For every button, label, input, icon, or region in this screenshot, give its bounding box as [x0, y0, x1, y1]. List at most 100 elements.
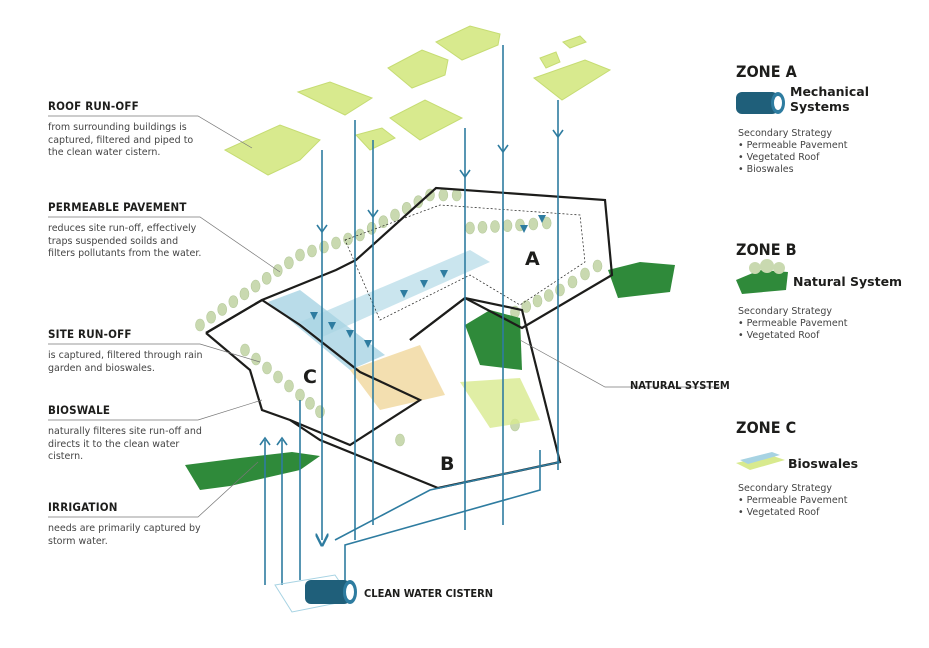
tree-icon [305, 397, 315, 410]
tree-icon [395, 433, 405, 447]
zone-b-strategy-item: • Vegetated Roof [738, 330, 820, 341]
tree-icon [592, 259, 603, 273]
tree-icon [543, 289, 554, 302]
roof-9 [562, 35, 587, 49]
left-forest [185, 452, 320, 490]
roof-7 [532, 59, 612, 101]
zone-b-strategy-item: • Permeable Pavement [738, 318, 848, 329]
dark-forest [465, 310, 522, 370]
flow-arrows [310, 215, 546, 348]
zone-c-name: Bioswales [788, 456, 859, 471]
tree-icon [217, 303, 228, 316]
roof-1 [223, 124, 321, 176]
tree-icon [580, 267, 590, 281]
tree-icon [239, 287, 250, 301]
vegetation-icon [736, 259, 788, 294]
tree-icon [284, 256, 294, 270]
site-runoff-label: SITE RUN-OFF is captured, filtered throu… [48, 327, 208, 375]
green-roofs [223, 25, 612, 176]
tree-icon [240, 343, 250, 357]
tree-icon [284, 379, 294, 393]
tree-icon [390, 208, 400, 222]
zone-b-name: Natural System [793, 274, 903, 289]
zone-b-strategies: Secondary Strategy • Permeable Pavement … [738, 306, 848, 342]
zone-a-name: Mechanical Systems [790, 84, 869, 114]
site-outline [205, 186, 614, 490]
zone-a-strategy-item: • Vegetated Roof [738, 152, 820, 163]
right-forest [608, 262, 675, 298]
permeable-pavement-label: PERMEABLE PAVEMENT reduces site run-off,… [48, 200, 208, 261]
tree-icon [378, 215, 389, 228]
tree-icon [251, 352, 261, 366]
tree-icon [366, 222, 377, 235]
tree-icon [307, 244, 317, 258]
tree-icon [532, 294, 543, 308]
pipe-arrows [259, 129, 564, 446]
tree-icon [250, 279, 261, 293]
tree-icon [262, 361, 272, 375]
tree-icon [343, 232, 353, 246]
cistern-callout: CLEAN WATER CISTERN [364, 587, 494, 600]
cistern-icon [736, 92, 785, 114]
tree-icon [438, 188, 449, 202]
zone-b-strategy-heading: Secondary Strategy [738, 306, 833, 317]
tree-icon [295, 248, 305, 262]
permeable-pavement-title: PERMEABLE PAVEMENT [48, 200, 187, 214]
roof-6 [435, 25, 501, 61]
roof-runoff-title: ROOF RUN-OFF [48, 99, 139, 113]
roof-3 [355, 127, 396, 151]
tree-icon [567, 275, 578, 289]
roof-5 [387, 49, 449, 89]
zone-a-strategy-heading: Secondary Strategy [738, 128, 833, 139]
natural-system-callout: NATURAL SYSTEM [630, 379, 730, 392]
zone-c-strategy-item: • Vegetated Roof [738, 507, 820, 518]
zone-c-strategies: Secondary Strategy • Permeable Pavement … [738, 483, 848, 519]
zone-a-strategies: Secondary Strategy • Permeable Pavement … [738, 128, 848, 176]
roof-runoff-label: ROOF RUN-OFF from surrounding buildings … [48, 99, 208, 160]
roof-4 [389, 99, 464, 141]
bioswale-desc: naturally filteres site run-off and dire… [48, 426, 202, 462]
zone-letter-c: C [303, 366, 317, 388]
tree-icon [528, 217, 539, 231]
bioswale-icon [736, 452, 785, 470]
cistern [274, 574, 357, 613]
zone-b-title: ZONE B [736, 240, 797, 259]
zone-c-strategy-heading: Secondary Strategy [738, 483, 833, 494]
tree-icon [521, 300, 532, 313]
zone-letter-b: B [440, 453, 454, 475]
permeable-pavement-desc: reduces site run-off, effectively traps … [48, 223, 202, 259]
trees [195, 188, 603, 447]
tree-icon [319, 240, 329, 254]
tree-icon [206, 310, 216, 324]
tree-icon [465, 221, 475, 235]
tree-icon [315, 405, 325, 418]
irrigation-title: IRRIGATION [48, 500, 118, 514]
zone-c-strategy-item: • Permeable Pavement [738, 495, 848, 506]
pavement-strip-2 [300, 250, 490, 338]
irrigation-label: IRRIGATION needs are primarily captured … [48, 500, 208, 548]
zone-a-strategy-item: • Bioswales [738, 164, 794, 175]
leader-lines [48, 115, 720, 518]
tree-icon [477, 220, 488, 234]
irrigation-desc: needs are primarily captured by storm wa… [48, 523, 201, 547]
bioswale-title: BIOSWALE [48, 403, 111, 417]
tree-icon [451, 188, 462, 202]
tree-icon [502, 219, 513, 233]
tree-icon [261, 272, 272, 285]
zone-c-title: ZONE C [736, 418, 797, 437]
tree-icon [331, 236, 341, 250]
tree-icon [541, 216, 552, 230]
tree-icon [273, 370, 283, 384]
tree-icon [295, 388, 305, 402]
zone-a-strategy-item: • Permeable Pavement [738, 140, 848, 151]
site-runoff-desc: is captured, filtered through rain garde… [48, 350, 203, 374]
tree-icon [228, 295, 239, 308]
bioswale-label: BIOSWALE naturally filteres site run-off… [48, 403, 208, 464]
tree-icon [490, 220, 500, 233]
site-runoff-title: SITE RUN-OFF [48, 327, 132, 341]
zone-letter-a: A [525, 248, 540, 270]
zone-a-title: ZONE A [736, 62, 797, 81]
tree-icon [355, 228, 365, 242]
zone-a-inner [344, 204, 586, 321]
